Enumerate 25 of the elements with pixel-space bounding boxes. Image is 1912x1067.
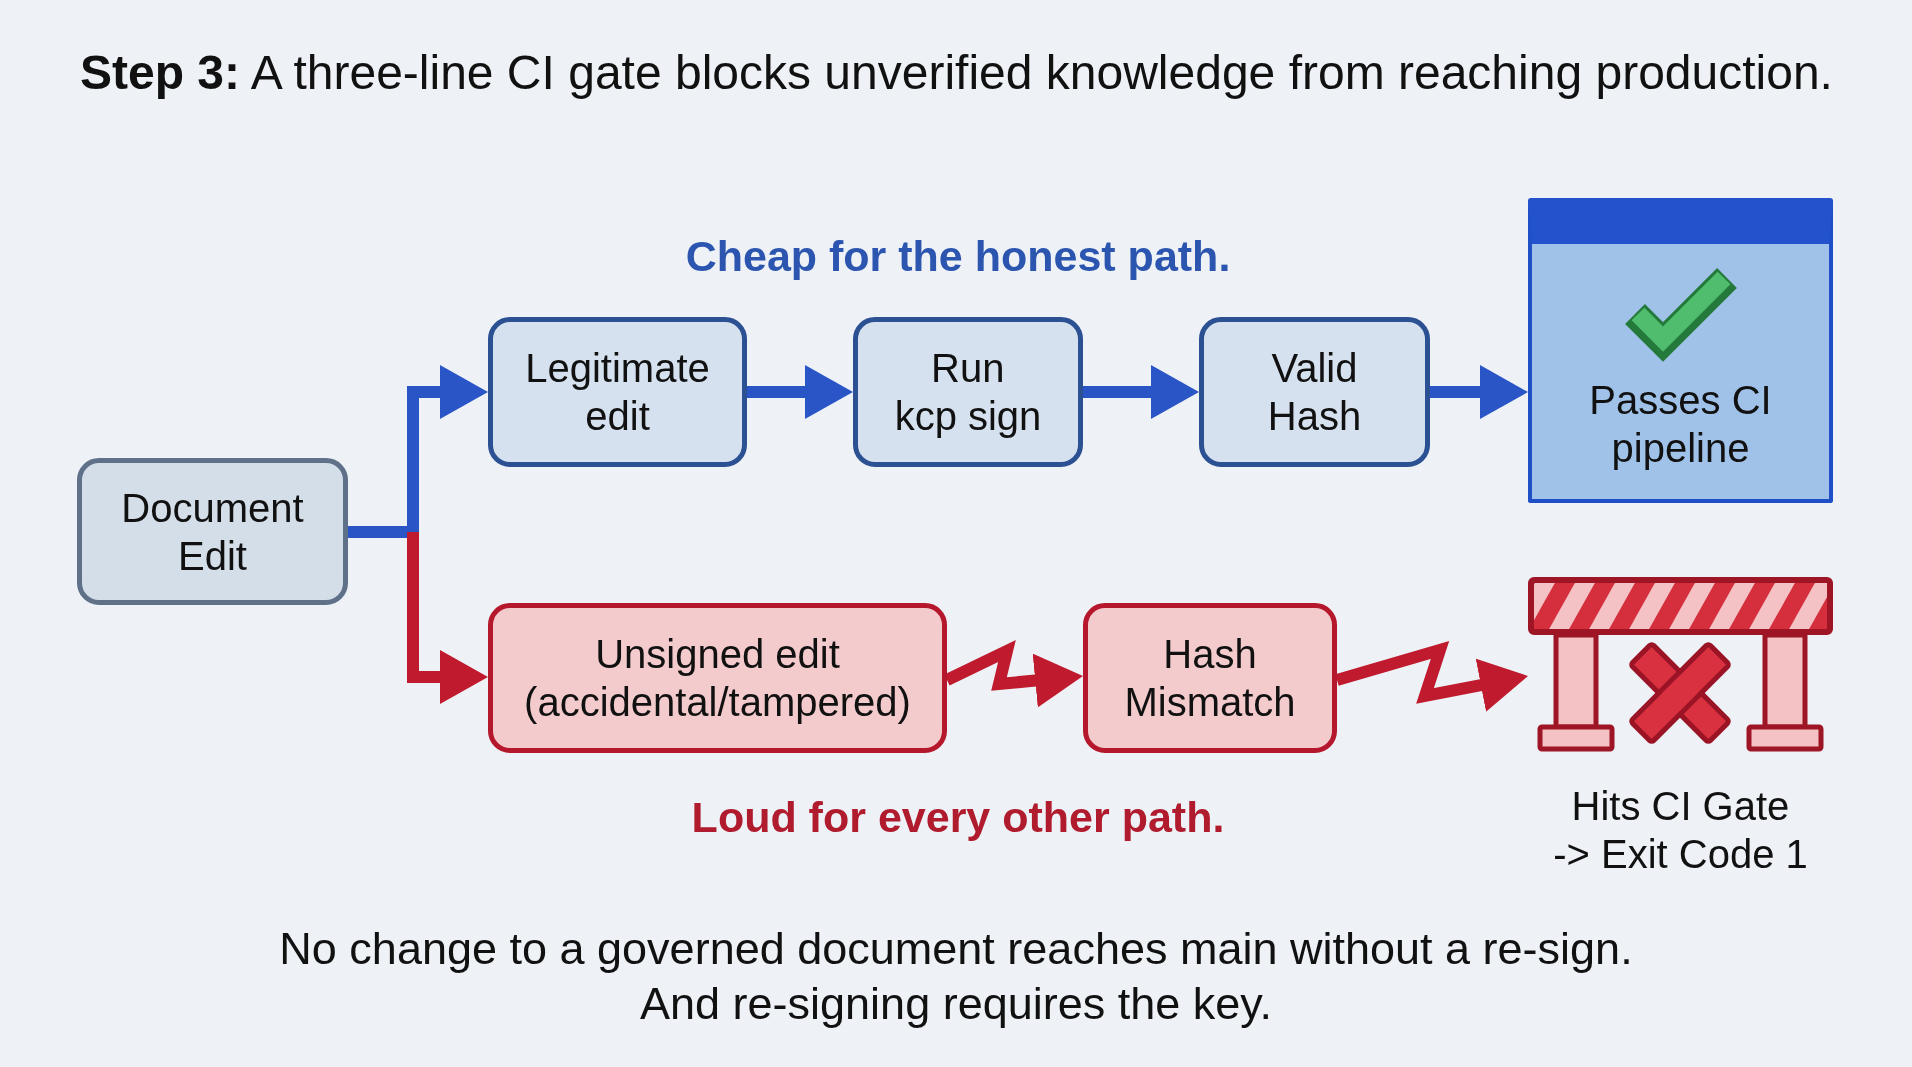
arrow (407, 532, 488, 704)
node-label: Hits CI Gate -> Exit Code 1 (1552, 783, 1809, 878)
node-label: Valid Hash (1266, 345, 1363, 440)
arrow (747, 365, 853, 419)
node-label: Passes CI pipeline (1588, 377, 1773, 472)
arrow (1335, 641, 1530, 712)
path-note: Cheap for the honest path. (685, 231, 1231, 282)
process-box (1083, 603, 1337, 753)
title: Step 3: A three-line CI gate blocks unverified knowledge from reaching production. (80, 45, 1833, 101)
node-label: Hash Mismatch (1123, 631, 1297, 726)
process-box (77, 458, 348, 605)
result-window (1528, 198, 1833, 503)
node-label: Document Edit (120, 484, 305, 580)
process-box (1199, 317, 1430, 467)
process-box (488, 603, 947, 753)
arrow (1430, 365, 1528, 419)
process-box (853, 317, 1083, 467)
process-box (488, 317, 747, 467)
caption: No change to a governed document reaches main without a re-sign. And re-signing requires the key. (278, 922, 1634, 1031)
node-label: Run kcp sign (893, 345, 1043, 440)
node-label: Unsigned edit (accidental/tampered) (523, 631, 912, 726)
node-label: Legitimate edit (524, 345, 711, 440)
arrow (1083, 365, 1199, 419)
path-note: Loud for every other path. (691, 792, 1225, 843)
arrow (407, 365, 488, 532)
